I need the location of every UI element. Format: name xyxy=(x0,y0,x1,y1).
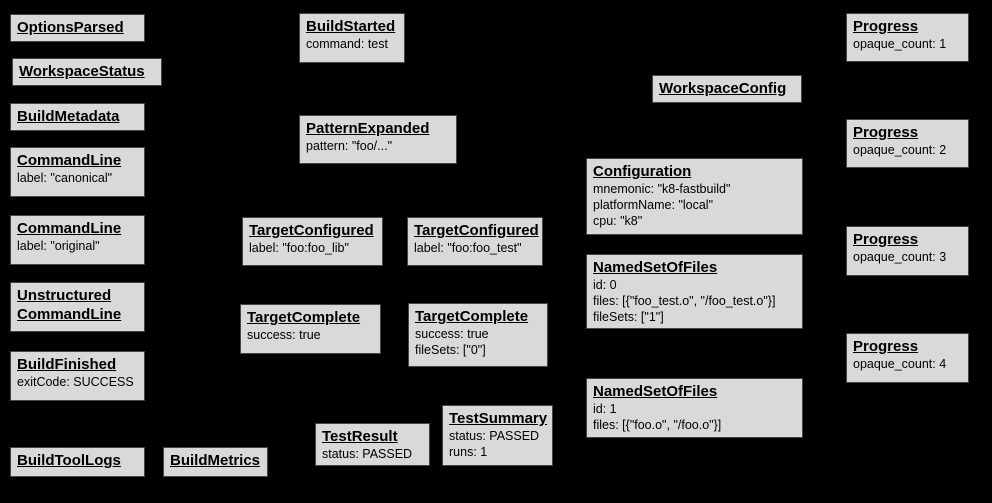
event-box-progress-3: Progress opaque_count: 3 xyxy=(846,226,969,276)
event-box-workspace-status: WorkspaceStatus xyxy=(12,58,162,86)
event-box-configuration: Configuration mnemonic: "k8-fastbuild" p… xyxy=(586,158,803,235)
event-title: PatternExpanded xyxy=(306,120,430,137)
event-box-progress-2: Progress opaque_count: 2 xyxy=(846,119,969,168)
event-box-build-started: BuildStarted command: test xyxy=(299,13,405,63)
event-title: Progress xyxy=(853,338,919,355)
event-title: TargetComplete xyxy=(247,309,361,326)
event-title: Unstructured CommandLine xyxy=(17,287,122,323)
event-box-progress-1: Progress opaque_count: 1 xyxy=(846,13,969,62)
event-title: BuildToolLogs xyxy=(17,452,121,469)
event-field: files: [{"foo_test.o", "/foo_test.o"}] xyxy=(593,294,776,308)
event-field: status: PASSED xyxy=(322,447,413,461)
event-title: OptionsParsed xyxy=(17,19,124,36)
event-title: TestSummary xyxy=(449,410,548,427)
event-title: BuildMetrics xyxy=(170,452,261,469)
event-title: TargetConfigured xyxy=(249,222,374,239)
event-box-command-line-original: CommandLine label: "original" xyxy=(10,215,145,265)
event-box-target-complete-foo-test: TargetComplete success: true fileSets: [… xyxy=(408,303,548,367)
event-title: Progress xyxy=(853,231,919,248)
event-box-test-summary: TestSummary status: PASSED runs: 1 xyxy=(442,405,553,466)
event-field: runs: 1 xyxy=(449,445,488,459)
event-title: WorkspaceStatus xyxy=(19,63,145,80)
event-box-build-finished: BuildFinished exitCode: SUCCESS xyxy=(10,351,145,401)
event-field: fileSets: ["1"] xyxy=(593,310,664,324)
event-box-unstructured-command-line: Unstructured CommandLine xyxy=(10,282,145,332)
event-box-test-result: TestResult status: PASSED xyxy=(315,423,430,466)
event-title: NamedSetOfFiles xyxy=(593,383,718,400)
event-box-target-configured-foo-test: TargetConfigured label: "foo:foo_test" xyxy=(407,217,543,266)
event-box-build-tool-logs: BuildToolLogs xyxy=(10,447,145,477)
event-box-target-configured-foo-lib: TargetConfigured label: "foo:foo_lib" xyxy=(242,217,383,266)
event-field: mnemonic: "k8-fastbuild" xyxy=(593,182,731,196)
event-field: label: "foo:foo_lib" xyxy=(249,241,349,255)
event-field: opaque_count: 2 xyxy=(853,143,947,157)
event-title: BuildFinished xyxy=(17,356,117,373)
event-box-target-complete-foo-lib: TargetComplete success: true xyxy=(240,304,381,354)
event-box-named-set-of-files-1: NamedSetOfFiles id: 1 files: [{"foo.o", … xyxy=(586,378,803,438)
event-title: Configuration xyxy=(593,163,692,180)
event-field: label: "original" xyxy=(17,239,100,253)
event-title: TargetConfigured xyxy=(414,222,539,239)
event-field: exitCode: SUCCESS xyxy=(17,375,134,389)
event-box-command-line-canonical: CommandLine label: "canonical" xyxy=(10,147,145,197)
event-box-named-set-of-files-0: NamedSetOfFiles id: 0 files: [{"foo_test… xyxy=(586,254,803,329)
event-title: CommandLine xyxy=(17,220,122,237)
event-title: CommandLine xyxy=(17,152,122,169)
event-field: label: "canonical" xyxy=(17,171,113,185)
event-field: opaque_count: 3 xyxy=(853,250,947,264)
event-field: id: 0 xyxy=(593,278,617,292)
event-field: files: [{"foo.o", "/foo.o"}] xyxy=(593,418,722,432)
event-title: BuildStarted xyxy=(306,18,396,35)
event-field: platformName: "local" xyxy=(593,198,714,212)
event-title: TargetComplete xyxy=(415,308,529,325)
event-title: Progress xyxy=(853,18,919,35)
event-box-workspace-config: WorkspaceConfig xyxy=(652,75,802,103)
event-field: opaque_count: 1 xyxy=(853,37,947,51)
event-field: cpu: "k8" xyxy=(593,214,643,228)
event-title: TestResult xyxy=(322,428,398,445)
event-box-options-parsed: OptionsParsed xyxy=(10,14,145,42)
event-title: NamedSetOfFiles xyxy=(593,259,718,276)
event-box-build-metadata: BuildMetadata xyxy=(10,103,145,131)
event-field: pattern: "foo/..." xyxy=(306,139,393,153)
event-field: fileSets: ["0"] xyxy=(415,343,486,357)
event-title: BuildMetadata xyxy=(17,108,120,125)
event-field: opaque_count: 4 xyxy=(853,357,947,371)
event-title: Progress xyxy=(853,124,919,141)
event-box-build-metrics: BuildMetrics xyxy=(163,447,268,477)
event-field: success: true xyxy=(415,327,489,341)
event-field: command: test xyxy=(306,37,388,51)
event-box-progress-4: Progress opaque_count: 4 xyxy=(846,333,969,383)
event-field: label: "foo:foo_test" xyxy=(414,241,522,255)
event-box-pattern-expanded: PatternExpanded pattern: "foo/..." xyxy=(299,115,457,164)
event-field: status: PASSED xyxy=(449,429,540,443)
event-title: WorkspaceConfig xyxy=(659,80,787,97)
event-field: id: 1 xyxy=(593,402,617,416)
event-field: success: true xyxy=(247,328,321,342)
